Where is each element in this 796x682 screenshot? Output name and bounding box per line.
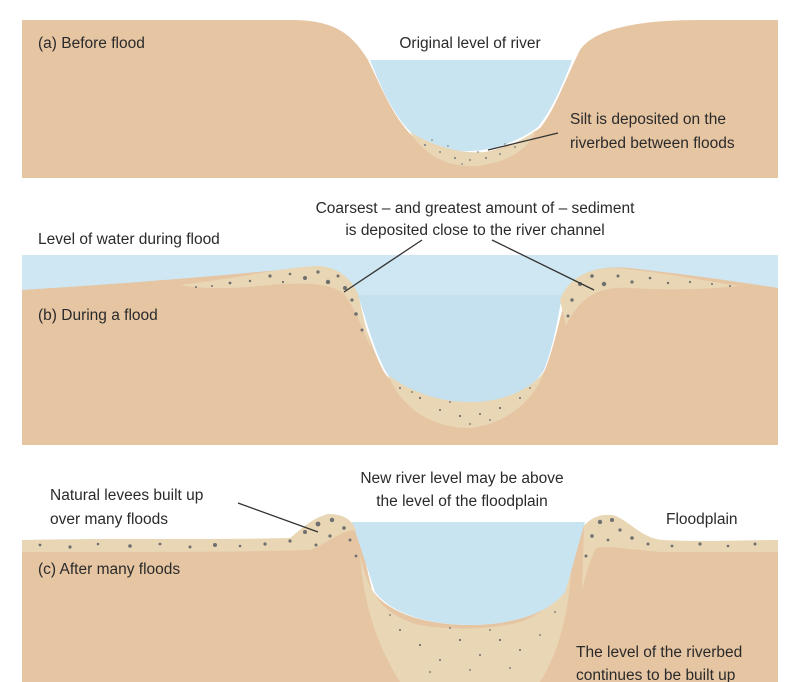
panel-b-bed-sediment (388, 372, 544, 428)
panel-c-pebbles (38, 517, 757, 673)
panel-a-silt-pointer (487, 132, 559, 151)
panel-b-title: (b) During a flood (38, 307, 158, 324)
panel-c-riverbed-label-line2: continues to be built up (576, 667, 735, 682)
panel-a-silt (410, 130, 536, 167)
panel-b-flood-label: Level of water during flood (38, 231, 220, 248)
panel-a-water (370, 60, 572, 152)
panel-b-ground (22, 267, 778, 445)
panel-b-river-channel (358, 295, 562, 408)
panel-c-valley-fill (360, 555, 572, 682)
panel-b-pebbles (195, 270, 731, 425)
panel-b-left-deposit (180, 266, 372, 350)
panel-b-sediment-label-line2: is deposited close to the river channel (345, 222, 604, 239)
panel-a-silt-specks (423, 139, 516, 165)
panel-c-levee-label-line2: over many floods (50, 511, 168, 528)
panel-c-floodplain-label: Floodplain (666, 511, 738, 528)
panel-b-sediment-label-line1: Coarsest – and greatest amount of – sedi… (316, 200, 635, 217)
panel-a-title: (a) Before flood (38, 35, 145, 52)
panel-a-ground (22, 20, 778, 178)
panel-c-river-label-line2: the level of the floodplain (376, 493, 547, 510)
panel-c-floodplain-layer (22, 514, 356, 552)
panel-c-levee-label-line1: Natural levees built up (50, 487, 203, 504)
panel-c-river (352, 522, 585, 625)
panel-b-left-pointer (343, 239, 423, 293)
panel-c-title: (c) After many floods (38, 561, 180, 578)
panel-c-river-label-line1: New river level may be above (360, 470, 563, 487)
panel-c: Natural levees built up over many floods… (22, 470, 778, 682)
panel-c-right-levee (582, 514, 778, 590)
panel-a: (a) Before flood Original level of river… (22, 20, 778, 178)
panel-b: Level of water during flood Coarsest – a… (22, 200, 778, 445)
panel-a-water-label: Original level of river (399, 35, 540, 52)
panel-a-silt-label-line2: riverbed between floods (570, 135, 735, 152)
panel-c-levee-pointer (237, 502, 319, 533)
panel-b-right-pointer (491, 239, 595, 291)
panel-c-riverbed-label-line1: The level of the riverbed (576, 644, 742, 661)
panel-a-silt-label-line1: Silt is deposited on the (570, 111, 726, 128)
